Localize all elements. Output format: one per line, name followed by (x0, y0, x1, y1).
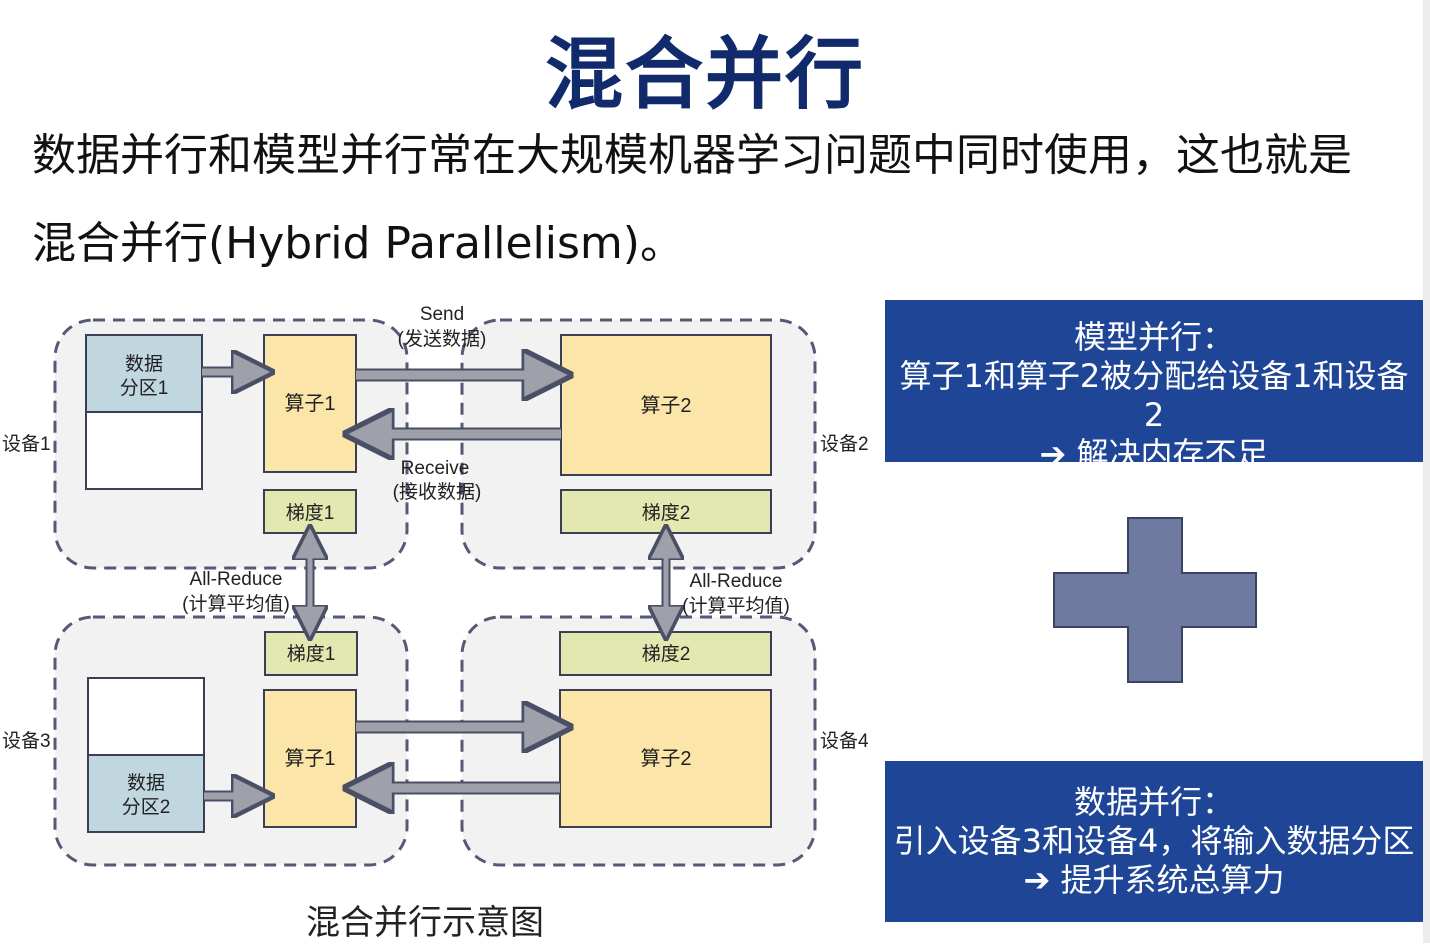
allreduce-right-sublabel: (计算平均值) (682, 595, 790, 617)
partition-1-sublabel: 分区1 (120, 377, 169, 399)
gradient-2-device-4-label: 梯度2 (642, 643, 691, 665)
data-parallel-heading: 数据并行： (1073, 783, 1234, 821)
model-parallel-heading: 模型并行： (1073, 318, 1234, 356)
device-2-label: 设备2 (820, 433, 869, 455)
operator-2-device-4 (559, 689, 772, 828)
gradient-2-device-2-label: 梯度2 (642, 502, 691, 524)
slide-edge (1423, 0, 1430, 943)
receive-label: Receive (401, 458, 470, 479)
partition-2-sublabel: 分区2 (122, 796, 171, 818)
data-parallel-box: 数据并行： 引入设备3和设备4，将输入数据分区 ➔ 提升系统总算力 (885, 761, 1423, 922)
empty-data-slot-2 (87, 677, 205, 756)
allreduce-left-label: All-Reduce (190, 569, 283, 590)
operator-2-device-4-label: 算子2 (640, 747, 691, 770)
partition-1-label: 数据 (125, 353, 163, 375)
gradient-1-device-1-label: 梯度1 (286, 502, 335, 524)
send-sublabel: (发送数据) (398, 328, 487, 350)
operator-2-device-2-label: 算子2 (640, 394, 691, 417)
model-parallel-box: 模型并行： 算子1和算子2被分配给设备1和设备 2 ➔ 解决内存不足 (885, 300, 1423, 462)
operator-1-device-1 (263, 334, 357, 473)
gradient-1-device-3-label: 梯度1 (287, 643, 336, 665)
diagram-caption: 混合并行示意图 (306, 903, 544, 943)
empty-data-slot-1 (85, 411, 203, 490)
intro-text: 数据并行和模型并行常在大规模机器学习问题中同时使用，这也就是混合并行(Hybri… (32, 130, 1352, 269)
data-partition-2-block (87, 754, 205, 833)
send-label: Send (420, 304, 464, 325)
receive-sublabel: (接收数据) (393, 481, 482, 503)
operator-1-device-3 (263, 689, 357, 828)
allreduce-left-sublabel: (计算平均值) (182, 593, 290, 615)
hybrid-parallel-diagram: 设备1 设备2 设备3 设备4 数据 分区1 数据 分区2 算子1 算子2 算子… (2, 304, 869, 867)
partition-2-label: 数据 (127, 772, 165, 794)
model-parallel-line-3: ➔ 解决内存不足 (1039, 435, 1269, 462)
allreduce-right-label: All-Reduce (690, 571, 783, 592)
device-1-label: 设备1 (2, 433, 51, 455)
model-parallel-line-2: 2 (1143, 396, 1165, 434)
slide-title: 混合并行 (544, 30, 865, 120)
plus-icon (1053, 517, 1257, 683)
operator-1-device-3-label: 算子1 (284, 747, 335, 770)
device-4-label: 设备4 (820, 730, 869, 752)
data-parallel-line-2: ➔ 提升系统总算力 (1023, 861, 1285, 899)
operator-2-device-2 (560, 334, 772, 476)
device-3-label: 设备3 (2, 730, 51, 752)
data-parallel-line-1: 引入设备3和设备4，将输入数据分区 (893, 822, 1415, 860)
operator-1-device-1-label: 算子1 (284, 392, 335, 415)
model-parallel-line-1: 算子1和算子2被分配给设备1和设备 (899, 357, 1409, 395)
data-partition-1-block (85, 334, 203, 413)
